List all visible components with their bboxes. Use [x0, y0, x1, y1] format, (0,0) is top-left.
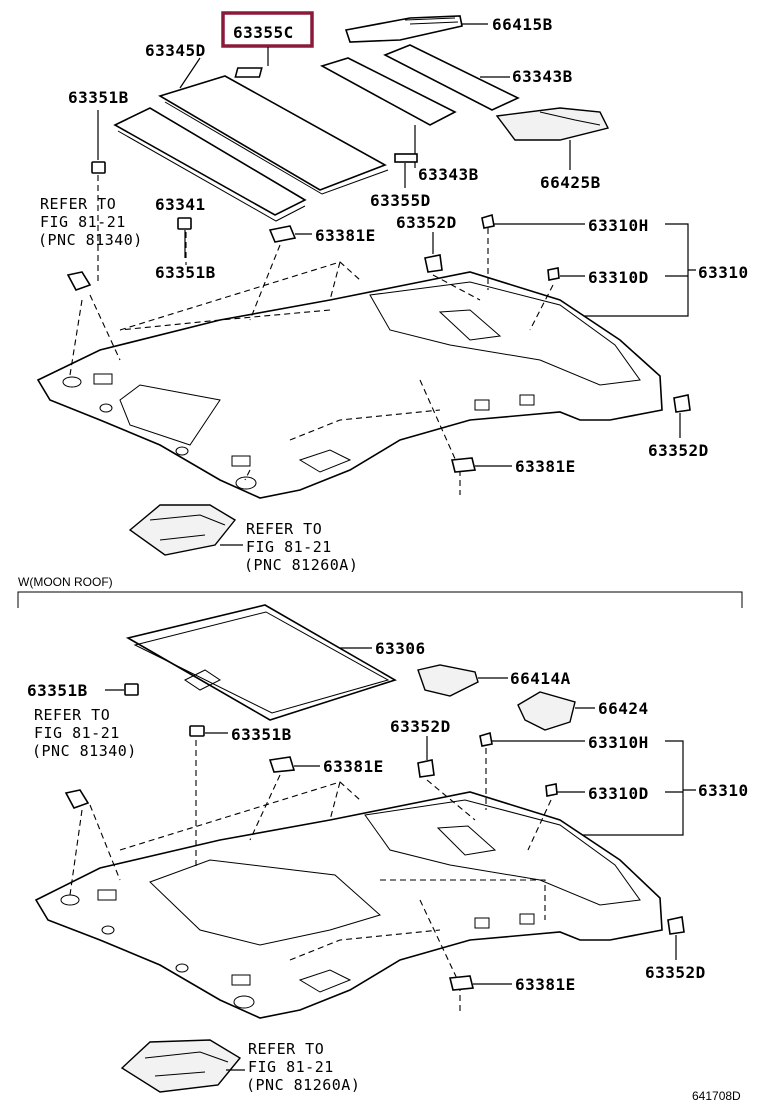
roof-liner-bottom — [34, 791, 663, 1019]
refer-a-line1: REFER TO — [40, 195, 116, 213]
highlight-box — [221, 11, 314, 48]
label-63351B-a: 63351B — [68, 88, 129, 107]
part-63381E-b — [450, 457, 477, 473]
part-63351B-top — [91, 161, 106, 174]
section-divider — [17, 591, 743, 608]
part-63345D — [158, 75, 389, 195]
label-63355C: 63355C — [233, 23, 294, 42]
part-63352D-b — [673, 394, 691, 413]
label-63351B-d: 63351B — [231, 725, 292, 744]
part-map-light-bottom — [64, 789, 242, 1093]
label-66424: 66424 — [598, 699, 649, 718]
part-66424 — [517, 691, 576, 731]
refer-d-line3: (PNC 81260A) — [246, 1076, 360, 1094]
refer-b-line2: FIG 81-21 — [246, 538, 332, 556]
part-63352D-d — [667, 916, 685, 935]
label-63343B-a: 63343B — [512, 67, 573, 86]
label-63352D-c: 63352D — [390, 717, 451, 736]
part-63306 — [125, 604, 397, 721]
part-63310H-b — [479, 731, 493, 747]
label-63310-b: 63310 — [698, 781, 749, 800]
refer-c-line3: (PNC 81340) — [32, 742, 137, 760]
label-63310D: 63310D — [588, 268, 649, 287]
refer-d-line2: FIG 81-21 — [248, 1058, 334, 1076]
label-63381E-d: 63381E — [515, 975, 576, 994]
refer-b-line3: (PNC 81260A) — [244, 556, 358, 574]
part-63351B-bottom-b — [189, 725, 205, 737]
part-63352D-c — [417, 759, 435, 778]
refer-d-line1: REFER TO — [248, 1040, 324, 1058]
refer-a-line3: (PNC 81340) — [38, 231, 143, 249]
roof-liner-top — [36, 271, 663, 499]
label-66414A: 66414A — [510, 669, 571, 688]
part-63355C — [234, 67, 263, 78]
part-63310D — [547, 267, 560, 281]
label-63351B-c: 63351B — [27, 681, 88, 700]
part-63381E-a — [268, 225, 297, 243]
label-63351B-b: 63351B — [155, 263, 216, 282]
part-63343B-a — [383, 44, 520, 111]
part-63310H — [481, 213, 495, 229]
label-63310D-b: 63310D — [588, 784, 649, 803]
part-63381E-d — [448, 975, 475, 991]
part-66425B — [495, 107, 610, 141]
part-63381E-c — [268, 756, 296, 773]
label-63381E-c: 63381E — [323, 757, 384, 776]
label-63355D: 63355D — [370, 191, 431, 210]
part-66414A — [417, 664, 479, 697]
figure-id: 641708D — [692, 1089, 741, 1103]
label-63343B-b: 63343B — [418, 165, 479, 184]
label-66425B: 66425B — [540, 173, 601, 192]
divider-caption: W(MOON ROOF) — [18, 575, 113, 589]
part-63352D-a — [424, 254, 443, 273]
label-63381E-b: 63381E — [515, 457, 576, 476]
label-63381E-a: 63381E — [315, 226, 376, 245]
label-63352D-d: 63352D — [645, 963, 706, 982]
part-63351B-mid — [177, 217, 192, 230]
label-63310: 63310 — [698, 263, 749, 282]
part-66415B — [344, 15, 463, 43]
label-63310H: 63310H — [588, 216, 649, 235]
label-63341: 63341 — [155, 195, 206, 214]
part-63341 — [113, 107, 307, 222]
refer-c-line2: FIG 81-21 — [34, 724, 120, 742]
part-63310D-b — [545, 783, 558, 797]
label-63352D-b: 63352D — [648, 441, 709, 460]
label-63310H-b: 63310H — [588, 733, 649, 752]
label-63352D-a: 63352D — [396, 213, 457, 232]
label-66415B: 66415B — [492, 15, 553, 34]
part-map-light-top — [66, 271, 237, 556]
part-63351B-bottom-a — [124, 683, 139, 696]
refer-a-line2: FIG 81-21 — [40, 213, 126, 231]
part-63343B-b — [319, 57, 457, 126]
refer-b-line1: REFER TO — [246, 520, 322, 538]
refer-c-line1: REFER TO — [34, 706, 110, 724]
part-63355D — [394, 153, 418, 163]
label-63306: 63306 — [375, 639, 426, 658]
label-63345D: 63345D — [145, 41, 206, 60]
